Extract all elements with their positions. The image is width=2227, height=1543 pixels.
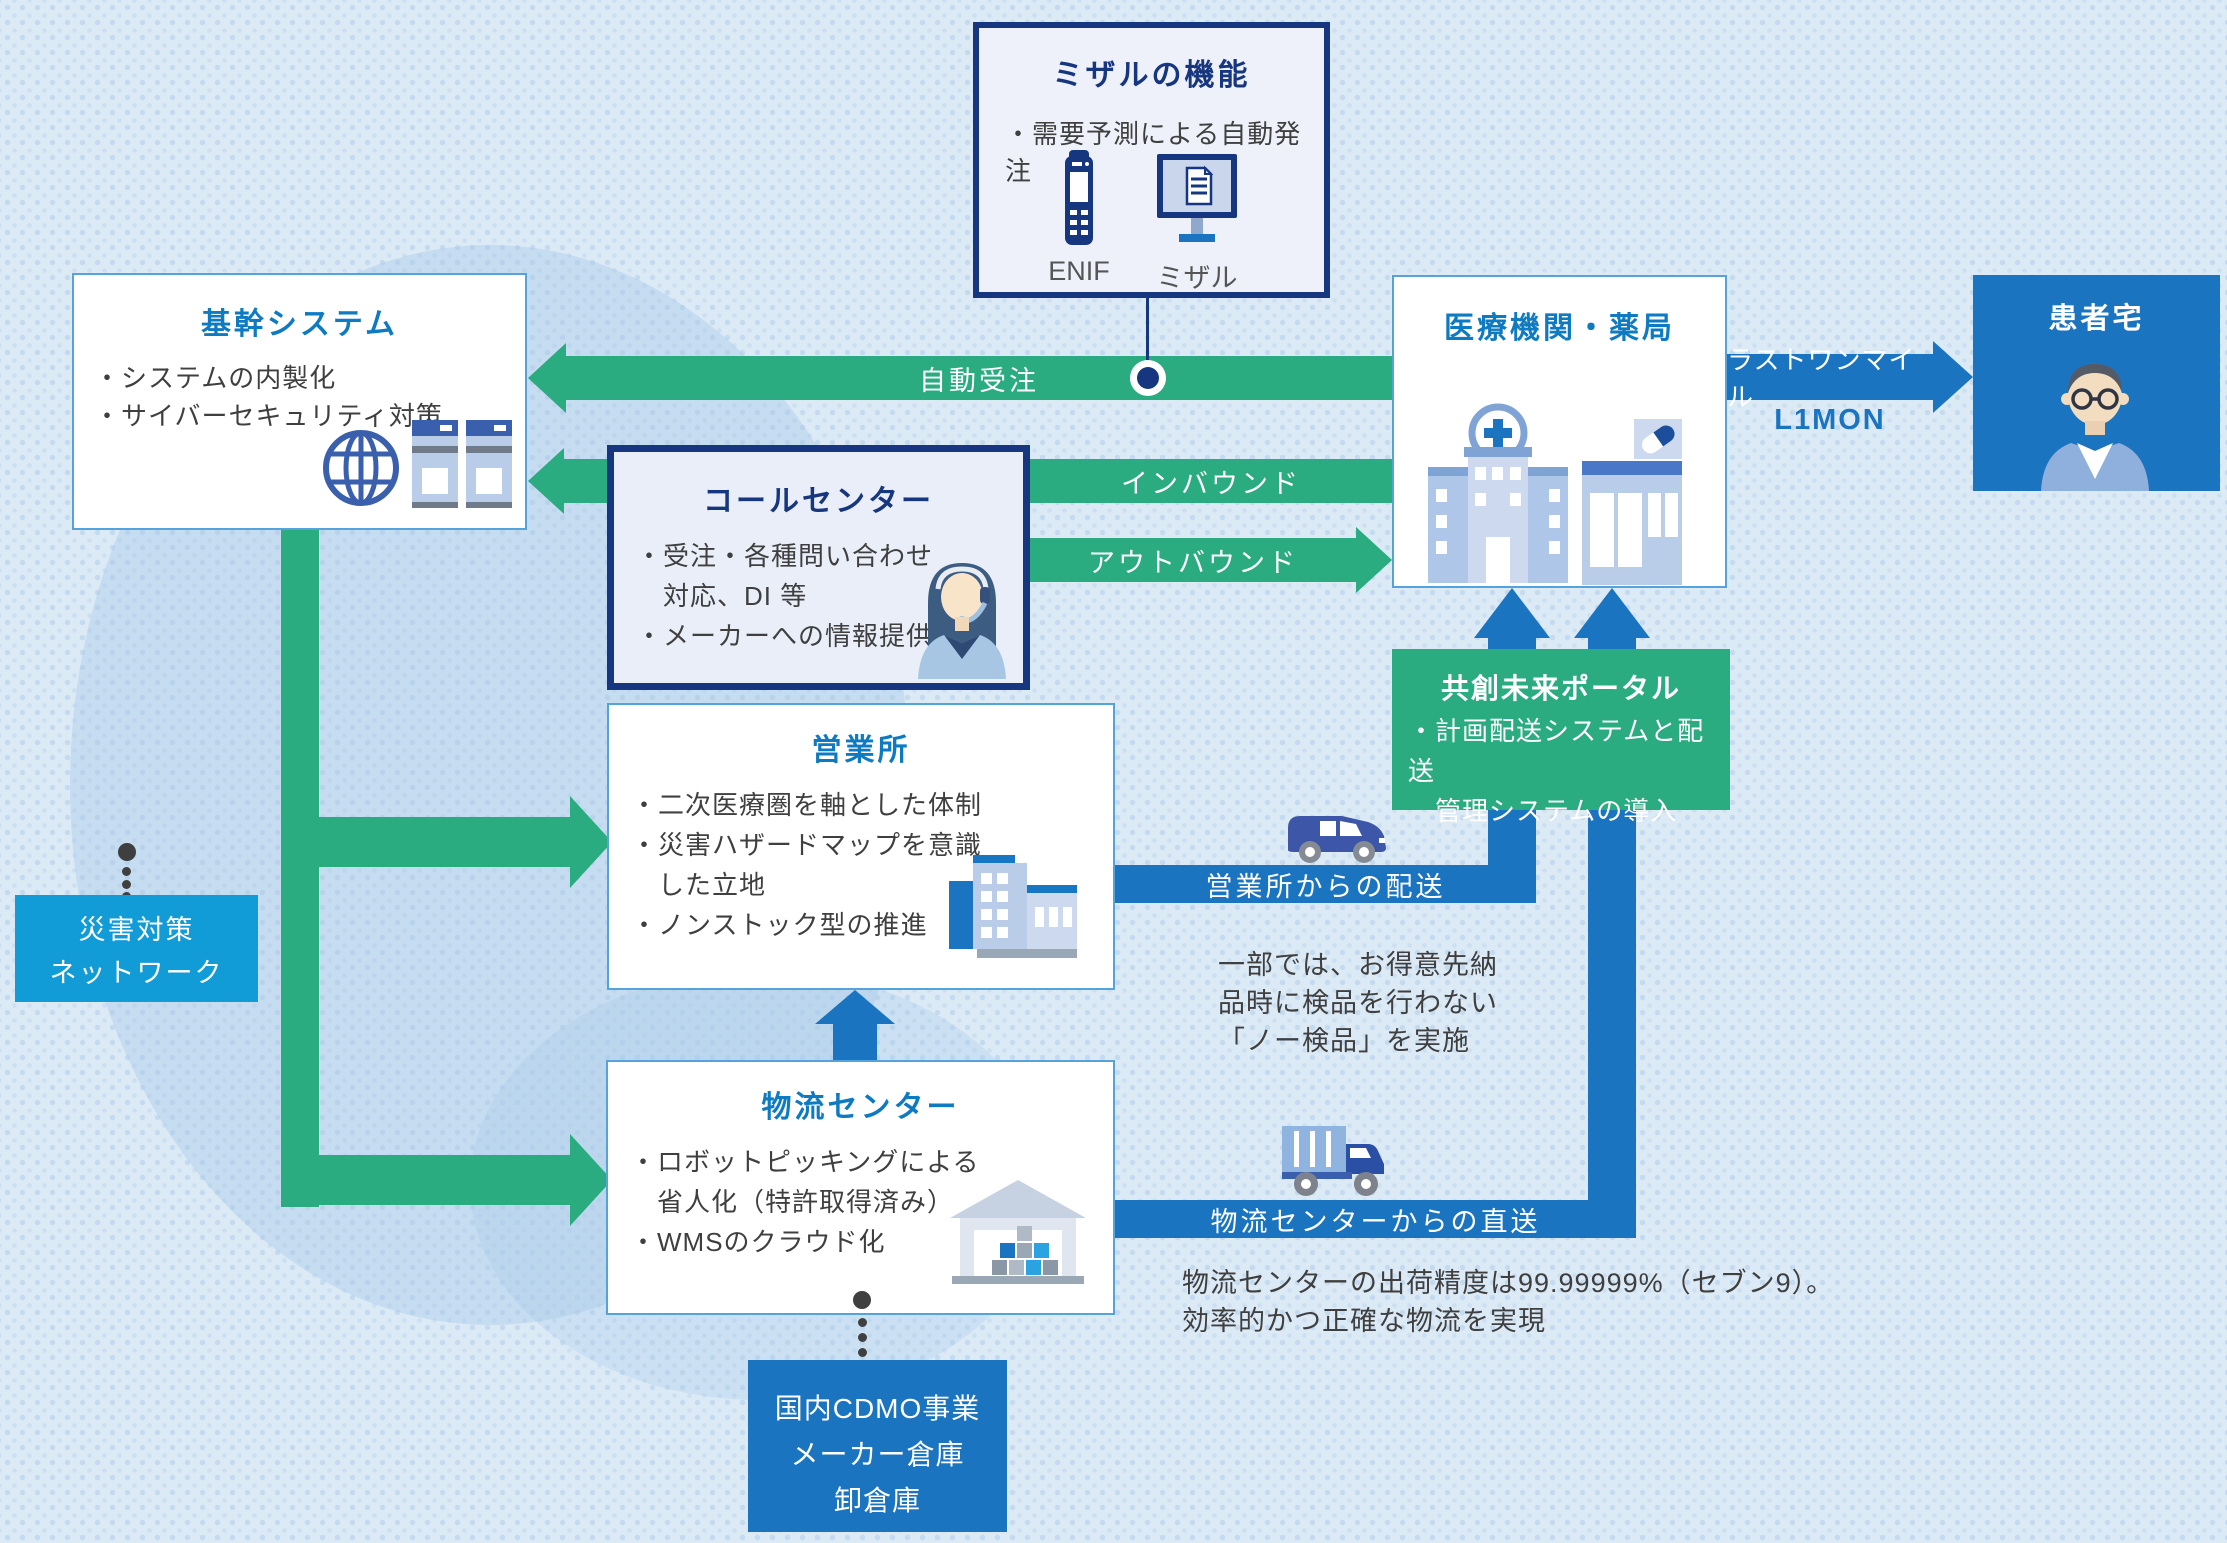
- mizaru-monitor-icon: [1157, 154, 1237, 252]
- sales-office-title: 営業所: [811, 734, 911, 767]
- l1mon-label: L1MON: [1774, 404, 1886, 436]
- last-one-mile-label: ラストワンマイル: [1727, 345, 1916, 412]
- sales-office-box: 営業所 ・二次医療圏を軸とした体制 ・災害ハザードマップを意識 した立地 ・ノン…: [607, 703, 1115, 990]
- warehouse-icon: [948, 1178, 1088, 1286]
- cdmo-connector-dot: [858, 1333, 867, 1342]
- up-arrowhead-left: [1474, 588, 1550, 638]
- direct-delivery-label: 物流センターからの直送: [1210, 1206, 1541, 1237]
- outbound-arrowhead: [1356, 527, 1392, 593]
- mizaru-title: ミザルの機能: [1052, 59, 1251, 92]
- disaster-connector-dot: [122, 867, 131, 876]
- hospital-icon: [1428, 397, 1568, 583]
- cdmo-box: 国内CDMO事業 メーカー倉庫 卸倉庫: [748, 1360, 1007, 1532]
- server-icon: [412, 420, 512, 512]
- disaster-network-box: 災害対策 ネットワーク: [15, 895, 258, 1002]
- auto-order-label: 自動受注: [919, 365, 1039, 396]
- globe-icon: [321, 428, 401, 508]
- disaster-connector-dot: [122, 880, 131, 889]
- enif-label: ENIF: [1048, 256, 1110, 286]
- inbound-arrowhead: [528, 448, 564, 514]
- cdmo-line: 卸倉庫: [833, 1485, 921, 1516]
- call-center-box: コールセンター ・受注・各種問い合わせ 対応、DI 等 ・メーカーへの情報提供: [607, 445, 1030, 690]
- call-operator-icon: [910, 545, 1016, 679]
- delivery-van-icon: [1278, 804, 1398, 864]
- pharmacy-icon: [1582, 419, 1682, 585]
- auto-order-arrowhead: [528, 343, 566, 413]
- branch-sales-arrowhead: [570, 796, 612, 888]
- up-arrowhead-right: [1574, 588, 1650, 638]
- delivery-truck-icon: [1280, 1120, 1398, 1200]
- patient-person-icon: [2035, 351, 2155, 491]
- cdmo-line: 国内CDMO事業: [774, 1393, 981, 1424]
- core-system-box: 基幹システム ・システムの内製化 ・サイバーセキュリティ対策: [72, 273, 527, 530]
- outbound-label: アウトバウンド: [1088, 547, 1298, 578]
- cdmo-connector-dot: [858, 1318, 867, 1327]
- auto-order-arrow: 自動受注: [566, 356, 1392, 400]
- core-system-bullets: ・システムの内製化 ・サイバーセキュリティ対策: [94, 363, 443, 431]
- branch-logistics-band: [300, 1155, 570, 1205]
- inbound-label-zone: インバウンド: [1030, 459, 1392, 503]
- disaster-line: 災害対策: [78, 915, 195, 945]
- mizaru-connector-dot-core: [1137, 367, 1159, 389]
- patient-title: 患者宅: [2048, 303, 2145, 335]
- cdmo-connector-dot: [853, 1291, 871, 1309]
- patient-box: 患者宅: [1973, 275, 2220, 491]
- logistics-to-sales-arrowhead: [815, 990, 895, 1024]
- mizaru-box: ミザルの機能 ・需要予測による自動発注: [973, 22, 1330, 298]
- portal-box: 共創未来ポータル ・計画配送システムと配送 管理システムの導入: [1392, 649, 1730, 826]
- cdmo-connector-dot: [858, 1348, 867, 1357]
- branch-logistics-arrowhead: [570, 1134, 612, 1226]
- disaster-line: ネットワーク: [49, 958, 224, 988]
- inbound-label: インバウンド: [1121, 468, 1301, 499]
- logistics-center-title: 物流センター: [761, 1091, 960, 1124]
- logistics-center-box: 物流センター ・ロボットピッキングによる 省人化（特許取得済み） ・WMSのクラ…: [606, 1060, 1115, 1315]
- logistics-center-bullets: ・ロボットピッキングによる 省人化（特許取得済み） ・WMSのクラウド化: [630, 1147, 980, 1257]
- mizaru-bullet: ・需要予測による自動発注: [1005, 119, 1302, 186]
- portal-bullets: ・計画配送システムと配送 管理システムの導入: [1408, 716, 1705, 826]
- branch-sales-band: [300, 817, 570, 867]
- last-one-mile-arrow: ラストワンマイル: [1727, 345, 1933, 412]
- last-one-mile-arrowhead: [1933, 341, 1973, 413]
- office-building-icon: [949, 851, 1081, 959]
- mizaru-connector-line: [1146, 298, 1149, 362]
- core-system-title: 基幹システム: [200, 308, 399, 341]
- outbound-arrow: アウトバウンド: [1030, 538, 1356, 582]
- seven9-note: 物流センターの出荷精度は99.99999%（セブン9）。 効率的かつ正確な物流を…: [1182, 1268, 1835, 1336]
- medical-title: 医療機関・薬局: [1444, 312, 1675, 345]
- call-center-title: コールセンター: [703, 485, 934, 518]
- mizaru-icon-label: ミザル: [1156, 263, 1238, 293]
- sales-delivery-arrow: 営業所からの配送: [1115, 865, 1536, 903]
- sales-office-bullets: ・二次医療圏を軸とした体制 ・災害ハザードマップを意識 した立地 ・ノンストック…: [631, 790, 983, 940]
- direct-delivery-arrow: 物流センターからの直送: [1115, 1200, 1636, 1238]
- portal-title: 共創未来ポータル: [1440, 673, 1681, 704]
- handy-terminal-icon: [1063, 150, 1095, 245]
- cdmo-line: メーカー倉庫: [790, 1439, 965, 1470]
- sales-delivery-label: 営業所からの配送: [1205, 871, 1446, 902]
- no-inspection-note: 一部では、お得意先納 品時に検品を行わない 「ノー検品」を実施: [1218, 950, 1498, 1056]
- logistics-to-sales-column: [833, 1022, 877, 1062]
- medical-box: 医療機関・薬局: [1392, 275, 1727, 588]
- call-center-bullets: ・受注・各種問い合わせ 対応、DI 等 ・メーカーへの情報提供: [636, 541, 934, 651]
- disaster-connector-dot: [118, 843, 136, 861]
